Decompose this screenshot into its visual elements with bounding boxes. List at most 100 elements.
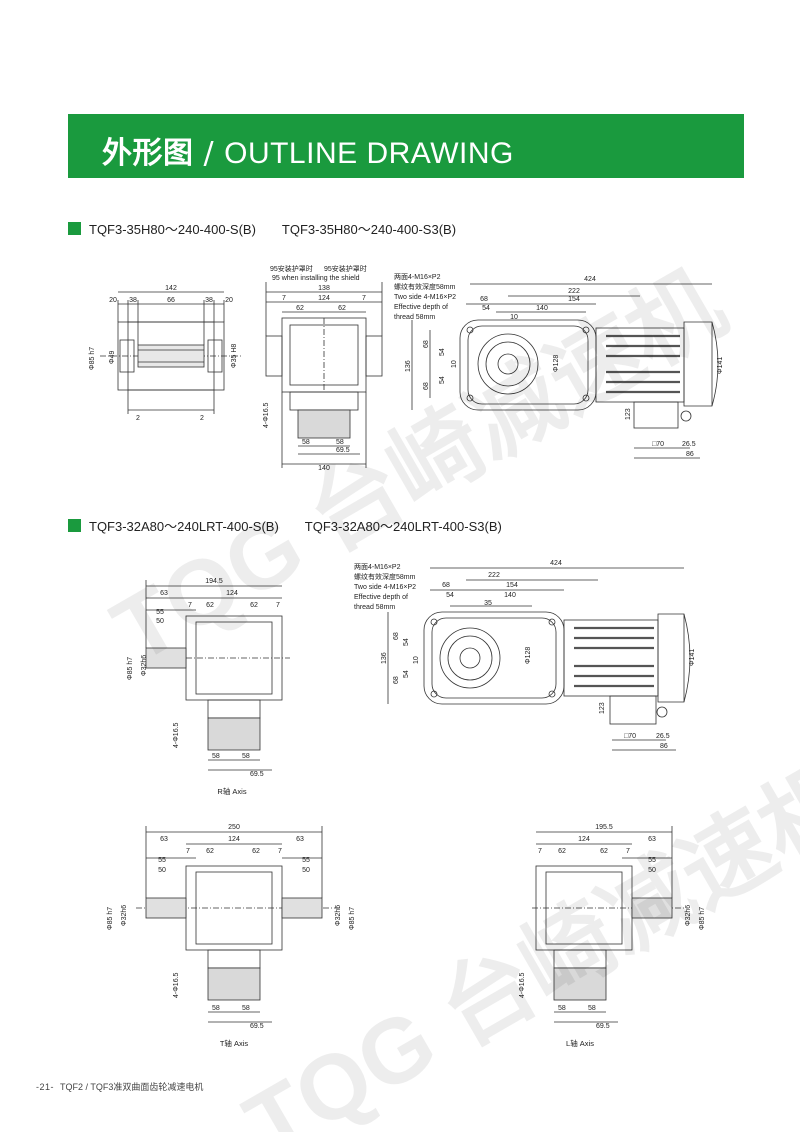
dim-label: 54 [403, 638, 410, 646]
dim-label: 55 [156, 609, 164, 616]
dim-label: Φ128 [525, 647, 532, 664]
dim-label: 4-Φ16.5 [263, 402, 270, 428]
dim-label: Φ32h6 [141, 655, 148, 676]
model-label: TQF3-35H80～240-400-S3(B) [281, 221, 457, 237]
dim-label: 7 [626, 848, 630, 855]
dim-label: 124 [578, 836, 590, 843]
drawing-motor-second [387, 567, 691, 751]
page-number: -21- [36, 1081, 55, 1092]
note-label: 95安装护罩时 [270, 264, 313, 273]
dim-label: 63 [160, 836, 168, 843]
dim-label: 54 [446, 592, 454, 599]
axis-caption: L轴 Axis [566, 1038, 594, 1048]
dim-label: Φ85 h7 [349, 907, 356, 930]
dim-label: 7 [186, 848, 190, 855]
dim-label: 63 [160, 590, 168, 597]
dim-label: 138 [318, 285, 330, 292]
dim-label: 66 [167, 297, 175, 304]
dim-label: 154 [506, 582, 518, 589]
dim-label: 10 [451, 360, 458, 368]
drawing-r-axis [145, 580, 290, 771]
dim-label: 2 [136, 415, 140, 422]
dim-label: Φ85 h7 [89, 347, 96, 370]
dim-label: 7 [276, 602, 280, 609]
dim-label: 58 [302, 439, 310, 446]
dim-label: 142 [165, 285, 177, 292]
dim-label: 20 [225, 297, 233, 304]
dim-label: 26.5 [656, 733, 670, 740]
dim-label: 2 [200, 415, 204, 422]
drawing-t-axis [136, 826, 340, 1023]
dim-label: 140 [504, 592, 516, 599]
dim-label: 4-Φ16.5 [173, 972, 180, 998]
dim-label: 7 [188, 602, 192, 609]
dim-label: 68 [442, 582, 450, 589]
dim-label: 50 [156, 618, 164, 625]
axis-caption: T轴 Axis [220, 1038, 249, 1048]
dim-label: 55 [302, 857, 310, 864]
dim-label: 68 [480, 296, 488, 303]
dim-label: 7 [362, 295, 366, 302]
dim-label: 63 [648, 836, 656, 843]
dim-label: 124 [318, 295, 330, 302]
dim-label: 7 [278, 848, 282, 855]
dim-label: Φ49 [109, 351, 116, 364]
dim-label: 55 [648, 857, 656, 864]
note-label: thread 58mm [354, 604, 395, 611]
dim-label: Φ85 h7 [699, 907, 706, 930]
dim-label: 38 [129, 297, 137, 304]
dim-label: 424 [550, 560, 562, 567]
dim-label: 10 [413, 656, 420, 664]
dim-label: 136 [405, 360, 412, 372]
dim-label: 54 [439, 348, 446, 356]
dim-label: 38 [205, 297, 213, 304]
dim-label: 69.5 [336, 447, 350, 454]
drawing-front-view [265, 282, 383, 468]
dim-label: 136 [381, 652, 388, 664]
dim-label: Φ141 [717, 357, 724, 374]
dim-label: 58 [336, 439, 344, 446]
note-label: 螺纹有效深度58mm [394, 282, 456, 291]
dim-label: 58 [212, 753, 220, 760]
note-label: 两面4-M16×P2 [354, 563, 401, 571]
dim-label: 62 [296, 305, 304, 312]
note-label: 两面4-M16×P2 [394, 273, 441, 281]
dim-label: 58 [212, 1005, 220, 1012]
dim-label: 194.5 [205, 578, 223, 585]
dim-label: 68 [423, 382, 430, 390]
dim-label: Φ85 h7 [107, 907, 114, 930]
page-footer: -21- TQF2 / TQF3准双曲面齿轮减速电机 [36, 1080, 203, 1093]
dim-label: 140 [536, 305, 548, 312]
section-heading-1: TQF3-35H80～240-400-S(B) TQF3-35H80～240-4… [68, 219, 482, 237]
dim-label: 124 [228, 836, 240, 843]
note-label: 95安装护罩时 [324, 264, 367, 273]
title-banner: 外形图/OUTLINE DRAWING [68, 114, 744, 178]
dim-label: Φ35 H8 [231, 344, 238, 368]
title-separator: / [203, 136, 215, 171]
dim-label: 62 [206, 848, 214, 855]
dim-label: 86 [660, 743, 668, 750]
dim-label: 58 [242, 753, 250, 760]
dim-label: 222 [488, 572, 500, 579]
note-label: Effective depth of [394, 304, 448, 311]
dim-label: 4-Φ16.5 [173, 722, 180, 748]
title-cn: 外形图 [102, 136, 194, 171]
drawing-l-axis [532, 826, 686, 1023]
dim-label: 7 [538, 848, 542, 855]
dim-label: □70 [624, 733, 636, 740]
dim-label: Φ85 h7 [127, 657, 134, 680]
note-label: Effective depth of [354, 594, 408, 601]
dim-label: 62 [206, 602, 214, 609]
model-label: TQF3-32A80～240LRT-400-S(B) [89, 518, 279, 534]
dim-label: 10 [510, 314, 518, 321]
dim-label: 55 [158, 857, 166, 864]
model-label: TQF3-35H80～240-400-S(B) [89, 221, 256, 237]
dim-label: 62 [252, 848, 260, 855]
dim-label: 58 [242, 1005, 250, 1012]
dim-label: 20 [109, 297, 117, 304]
dim-label: 62 [600, 848, 608, 855]
note-label: 螺纹有效深度58mm [354, 572, 416, 581]
dim-label: 123 [625, 408, 632, 420]
dim-label: 54 [482, 305, 490, 312]
